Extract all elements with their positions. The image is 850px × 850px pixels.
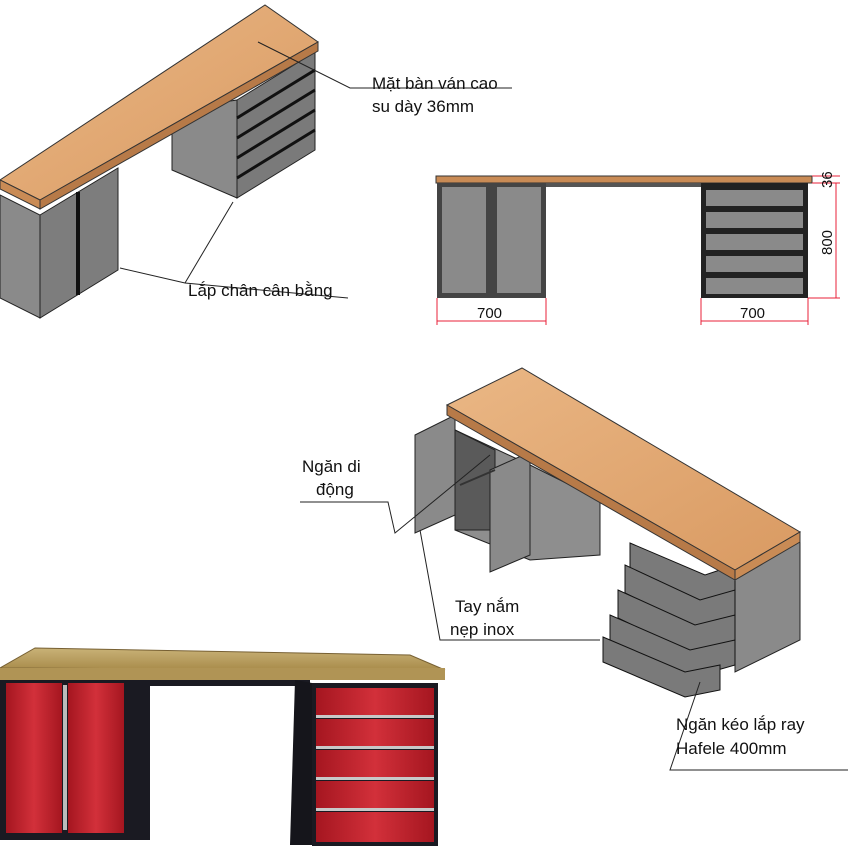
callout-handle-line1: Tay nắm [455, 597, 519, 616]
open-door [489, 451, 531, 573]
red-workbench-photo [0, 647, 446, 846]
dim-top-thickness: 36 [819, 171, 836, 188]
callout-handle-line2: nẹp inox [450, 620, 515, 639]
callout-top-line2: su dày 36mm [372, 97, 474, 116]
cabinet-door [6, 683, 62, 833]
drawer-handles [316, 715, 434, 811]
drawer-fronts [706, 190, 803, 294]
cabinet-door [68, 683, 124, 833]
left-cabinet-side [0, 194, 41, 319]
callout-top-line1: Mặt bàn ván cao [372, 74, 498, 93]
cabinet-interior [454, 429, 496, 531]
open-door [414, 414, 456, 534]
front-elevation: 700 700 800 36 [435, 171, 840, 325]
isometric-view-open [414, 367, 801, 698]
leader-line [669, 681, 848, 771]
dim-right-width: 700 [740, 305, 765, 322]
dim-left-width: 700 [477, 305, 502, 322]
worktop-edge [39, 41, 319, 210]
dimension-lines [436, 175, 840, 325]
adjustable-shelf [459, 469, 496, 486]
dim-height: 800 [819, 230, 836, 255]
drawer-fronts [316, 688, 434, 842]
open-drawers [602, 542, 736, 698]
rear-rail [546, 183, 701, 187]
cabinet-door [497, 187, 541, 293]
drawer-handles [236, 68, 316, 180]
cabinet-door [442, 187, 486, 293]
callout-feet: Lắp chân cân bằng [188, 281, 333, 300]
leader-line [300, 454, 491, 534]
door-handle [63, 685, 67, 830]
callout-shelf-line2: động [316, 480, 354, 499]
worktop-edge [0, 668, 445, 680]
leader-line [419, 529, 600, 641]
worktop-edge [734, 531, 801, 581]
callout-drawer-line2: Hafele 400mm [676, 739, 787, 758]
callout-drawer-line1: Ngăn kéo lắp ray [676, 715, 805, 734]
right-cabinet-side [290, 680, 312, 845]
isometric-view-closed [0, 4, 319, 319]
callout-shelf-line1: Ngăn di [302, 457, 361, 476]
worktop [435, 175, 813, 184]
leader-line [184, 201, 234, 284]
rear-rail [150, 680, 310, 686]
worktop [0, 647, 446, 671]
leader-line [257, 41, 512, 89]
